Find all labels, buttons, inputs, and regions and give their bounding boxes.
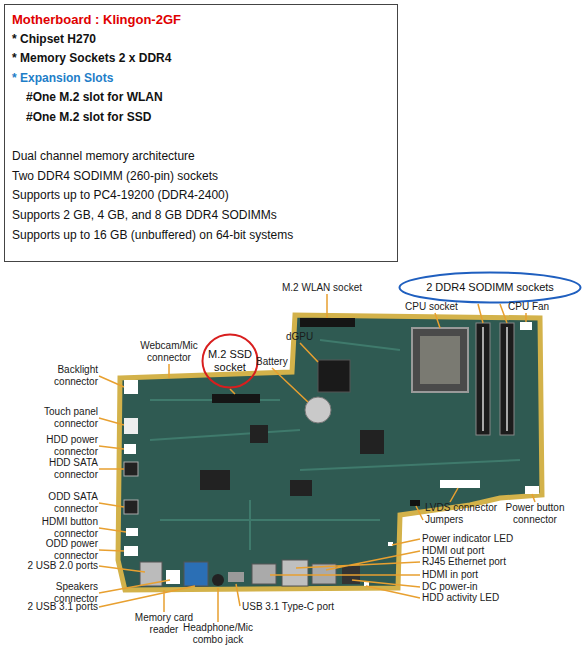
outline-ellipse bbox=[203, 335, 258, 388]
cmos-battery bbox=[305, 397, 331, 423]
part-label: HDMI button connector bbox=[33, 516, 98, 540]
highlight-circle: M.2 SSD socket bbox=[201, 333, 259, 389]
chip bbox=[290, 480, 312, 496]
spec-feature: * Expansion Slots bbox=[12, 69, 390, 89]
spec-feature: * Memory Sockets 2 x DDR4 bbox=[12, 49, 390, 69]
part-label: ODD power connector bbox=[38, 538, 98, 562]
part-label: Headphone/Mic combo jack bbox=[178, 622, 258, 646]
jumpers bbox=[410, 500, 420, 506]
part-label: HDMI out port bbox=[422, 545, 522, 557]
part-label: HDD power connector bbox=[38, 434, 98, 458]
wlan-slot bbox=[300, 318, 355, 327]
connector bbox=[124, 444, 136, 454]
chip bbox=[250, 425, 268, 443]
part-label: Power button connector bbox=[500, 502, 570, 526]
memory-slot bbox=[476, 323, 490, 435]
highlight-text: 2 DDR4 SODIMM sockets bbox=[426, 281, 554, 294]
spec-feature: * Chipset H270 bbox=[12, 30, 390, 50]
part-label: dGPU bbox=[286, 331, 316, 343]
spec-sub-feature: #One M.2 slot for WLAN bbox=[12, 88, 390, 108]
chip bbox=[200, 470, 230, 490]
connector bbox=[124, 500, 138, 514]
part-label: HDD activity LED bbox=[422, 592, 522, 604]
part-label: CPU socket bbox=[405, 301, 465, 313]
memory-slot-groove bbox=[482, 327, 484, 431]
part-label: 2 USB 3.1 ports bbox=[8, 601, 98, 613]
part-label: Backlight connector bbox=[43, 364, 98, 388]
spec-heading: Motherboard : Klingon-2GF bbox=[12, 10, 390, 30]
chip bbox=[360, 430, 384, 454]
part-label: 2 USB 2.0 ports bbox=[8, 560, 98, 572]
usb-port bbox=[184, 562, 208, 586]
part-label: Webcam/Mic connector bbox=[138, 340, 200, 364]
pcb-board bbox=[118, 315, 542, 590]
memory-slot bbox=[500, 323, 514, 435]
connector bbox=[124, 462, 138, 476]
ethernet-port bbox=[282, 560, 308, 586]
connector bbox=[124, 380, 138, 394]
hdmi-port bbox=[252, 564, 276, 584]
part-label: Battery bbox=[256, 356, 296, 368]
part-label: ODD SATA connector bbox=[38, 491, 98, 515]
leader-line bbox=[99, 294, 535, 622]
dgpu-chip bbox=[318, 360, 350, 392]
spec-line: Supports up to PC4-19200 (DDR4-2400) bbox=[12, 186, 390, 206]
cpu-fan-connector bbox=[520, 322, 532, 330]
part-label: RJ45 Ethernet port bbox=[422, 556, 522, 568]
spec-line: Supports 2 GB, 4 GB, and 8 GB DDR4 SODIM… bbox=[12, 206, 390, 226]
part-label: USB 3.1 Type-C port bbox=[242, 601, 342, 613]
part-label: LVDS connector bbox=[425, 502, 505, 514]
part-label: Power indicator LED bbox=[422, 533, 522, 545]
highlight-text: M.2 SSD socket bbox=[206, 348, 254, 374]
part-label: HDMI in port bbox=[422, 569, 522, 581]
spec-line: Two DDR4 SODIMM (260-pin) sockets bbox=[12, 167, 390, 187]
connector bbox=[124, 418, 138, 434]
part-label: Touch panel connector bbox=[33, 406, 98, 430]
cpu-socket bbox=[412, 328, 468, 392]
part-label: DC power-in bbox=[422, 581, 522, 593]
connector bbox=[124, 546, 138, 556]
connector bbox=[126, 528, 138, 536]
spec-line: Supports up to 16 GB (unbuffered) on 64-… bbox=[12, 226, 390, 246]
power-button-connector bbox=[525, 486, 539, 494]
ssd-slot bbox=[212, 394, 260, 403]
part-label: Jumpers bbox=[425, 514, 485, 526]
cpu-socket-pins bbox=[420, 336, 460, 384]
speaker-connector bbox=[166, 570, 180, 584]
audio-jack bbox=[212, 574, 224, 586]
type-c-port bbox=[228, 572, 244, 582]
lvds-connector bbox=[440, 480, 480, 488]
spec-sub-feature: #One M.2 slot for SSD bbox=[12, 108, 390, 128]
memory-slot-groove bbox=[506, 327, 508, 431]
part-label: HDD SATA connector bbox=[38, 457, 98, 481]
spec-line: Dual channel memory architecture bbox=[12, 147, 390, 167]
highlight-ellipse: 2 DDR4 SODIMM sockets bbox=[398, 271, 582, 304]
outline-ellipse bbox=[400, 273, 581, 303]
spec-box: Motherboard : Klingon-2GF* Chipset H270*… bbox=[4, 4, 398, 262]
part-label: M.2 WLAN socket bbox=[282, 282, 372, 294]
part-label: CPU Fan bbox=[508, 301, 558, 313]
